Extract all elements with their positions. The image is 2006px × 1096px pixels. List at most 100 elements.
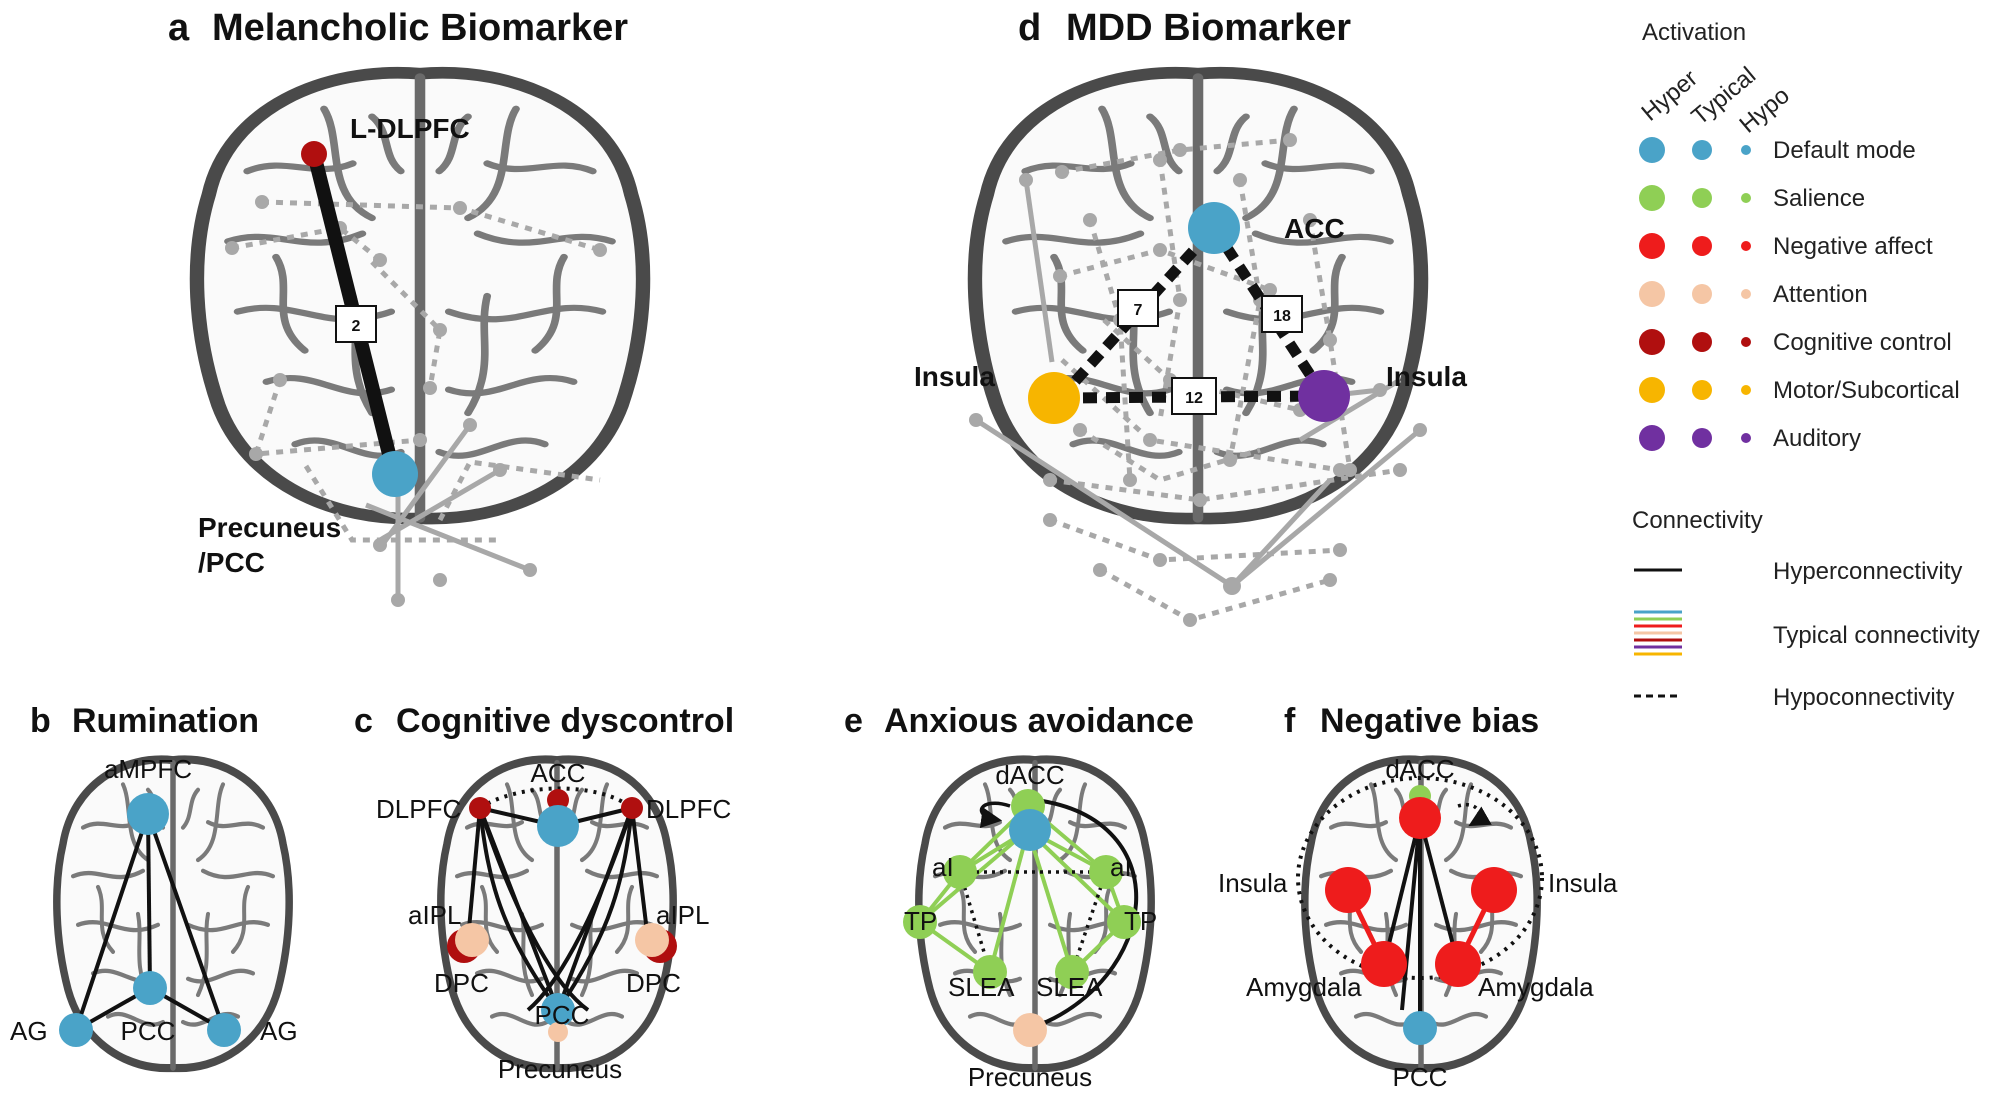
- node-insula-left-f: [1325, 867, 1371, 913]
- edge-count-box-d-right: [1261, 295, 1303, 333]
- label-precuneus-e: Precuneus: [968, 1062, 1092, 1092]
- label-pcc: /PCC: [198, 547, 265, 578]
- node-dacc-e: [1009, 809, 1051, 851]
- legend-network-label: Auditory: [1773, 425, 1861, 452]
- node-slea-right: [1055, 955, 1089, 989]
- label-dpc-right: DPC: [626, 968, 681, 998]
- legend-swatch-typical: [1692, 140, 1712, 160]
- legend-typical-lines: [1634, 610, 1682, 656]
- edge-count-d-bottom: 12: [1185, 390, 1203, 407]
- legend-swatch-hypo: [1741, 433, 1751, 443]
- panel-c-title: Cognitive dyscontrol: [396, 702, 734, 740]
- panel-a: a Melancholic Biomarker 2: [168, 7, 643, 607]
- legend-swatch-typical: [1692, 188, 1712, 208]
- node-slea-left: [973, 955, 1007, 989]
- label-insula-right-f: Insula: [1548, 868, 1618, 898]
- legend-network-label: Negative affect: [1773, 233, 1933, 260]
- label-tp-left: TP: [904, 906, 937, 936]
- label-ag-right: AG: [260, 1016, 298, 1046]
- panel-b-letter: b: [30, 702, 51, 740]
- legend-swatch-hypo: [1741, 385, 1751, 395]
- panel-a-letter: a: [168, 7, 190, 49]
- legend-swatch-hypo: [1741, 289, 1751, 299]
- panel-c: c Cognitive dyscontrol ACC DLPFC DLPFC a: [354, 702, 734, 1084]
- hypo-edge-c: [478, 786, 634, 810]
- label-dpc-left: DPC: [434, 968, 489, 998]
- node-ag-right: [207, 1013, 241, 1047]
- node-insula-left: [1028, 372, 1080, 424]
- legend-swatch-hyper: [1639, 233, 1665, 259]
- node-ai-left-e: [943, 855, 977, 889]
- legend-swatch-typical: [1692, 332, 1712, 352]
- label-slea-right: SLEA: [1036, 972, 1103, 1002]
- legend-swatch-hyper: [1639, 329, 1665, 355]
- typical-nodes-d: [969, 133, 1427, 627]
- panel-d-letter: d: [1018, 7, 1041, 49]
- panel-f-title: Negative bias: [1320, 702, 1539, 740]
- legend-swatch-hyper: [1639, 185, 1665, 211]
- legend-network-label: Cognitive control: [1773, 329, 1952, 356]
- node-tp-left: [903, 905, 937, 939]
- label-tp-right: TP: [1124, 906, 1157, 936]
- legend-network-label: Salience: [1773, 185, 1865, 212]
- panel-f-letter: f: [1284, 702, 1296, 740]
- hyper-edges-f: [1382, 817, 1460, 1026]
- node-acc-c-control: [547, 789, 569, 811]
- legend-network-label: Attention: [1773, 281, 1868, 308]
- label-pcc-b: PCC: [121, 1016, 176, 1046]
- label-aipl-left: aIPL: [408, 900, 462, 930]
- edge-count-d-right: 18: [1273, 308, 1291, 325]
- hyper-edges-c: [466, 806, 650, 1012]
- panel-e: e Anxious avoidance: [844, 702, 1194, 1092]
- panel-c-letter: c: [354, 702, 373, 740]
- edge-count-box-d-bottom: [1171, 377, 1217, 415]
- node-aipl-right: [635, 923, 669, 957]
- node-amygdala-right: [1435, 941, 1481, 987]
- legend-row-attention: Attention: [1639, 281, 1868, 308]
- node-dacc-f: [1399, 797, 1441, 839]
- node-ai-right-e: [1089, 855, 1123, 889]
- legend-hyper-label: Hyperconnectivity: [1773, 558, 1962, 585]
- node-pcc-b: [133, 971, 167, 1005]
- legend-network-label: Default mode: [1773, 137, 1916, 164]
- label-amygdala-right: Amygdala: [1478, 972, 1594, 1002]
- label-dacc-e: dACC: [995, 760, 1064, 790]
- node-l-dlpfc: [301, 141, 327, 167]
- node-precuneus-pcc: [372, 451, 418, 497]
- label-ag-left: AG: [10, 1016, 48, 1046]
- panel-a-title: Melancholic Biomarker: [212, 7, 628, 49]
- edge-count-d-left: 7: [1134, 302, 1143, 319]
- node-dlpfc-right: [621, 797, 643, 819]
- legend-hypo-label: Hypoconnectivity: [1773, 684, 1954, 711]
- legend-swatch-typical: [1692, 428, 1712, 448]
- typical-nodes-a: [225, 195, 607, 607]
- label-ampfc: aMPFC: [104, 754, 192, 784]
- label-precuneus-c: Precuneus: [498, 1054, 622, 1084]
- legend-row-default-mode: Default mode: [1639, 137, 1916, 164]
- node-tp-right: [1107, 905, 1141, 939]
- label-amygdala-left: Amygdala: [1246, 972, 1362, 1002]
- node-insula-right: [1298, 370, 1350, 422]
- label-dacc-f: dACC: [1385, 754, 1454, 784]
- panel-b: b Rumination aMPFC PCC AG AG: [10, 702, 298, 1068]
- panel-e-title: Anxious avoidance: [884, 702, 1194, 740]
- legend: Activation Hyper Typical Hypo Default mo…: [1632, 19, 1980, 711]
- legend-swatch-hypo: [1741, 193, 1751, 203]
- label-insula-right-d: Insula: [1386, 361, 1467, 392]
- panel-b-title: Rumination: [72, 702, 259, 740]
- edge-count-a: 2: [352, 318, 361, 335]
- hyper-edge-e: [1031, 798, 1138, 1030]
- legend-swatch-hyper: [1639, 377, 1665, 403]
- node-precuneus-e: [1013, 1013, 1047, 1047]
- label-insula-left-d: Insula: [914, 361, 995, 392]
- panel-d: d MDD Biomarker: [914, 7, 1467, 627]
- legend-activation-title: Activation: [1642, 19, 1746, 46]
- label-pcc-c: PCC: [535, 1000, 590, 1030]
- panel-f: f Negative bias dACC Insula Insula Amygd…: [1218, 702, 1618, 1092]
- node-ampfc: [127, 793, 169, 835]
- node-ag-left: [59, 1013, 93, 1047]
- edge-count-box-a: [335, 305, 377, 343]
- label-aipl-right: aIPL: [656, 900, 710, 930]
